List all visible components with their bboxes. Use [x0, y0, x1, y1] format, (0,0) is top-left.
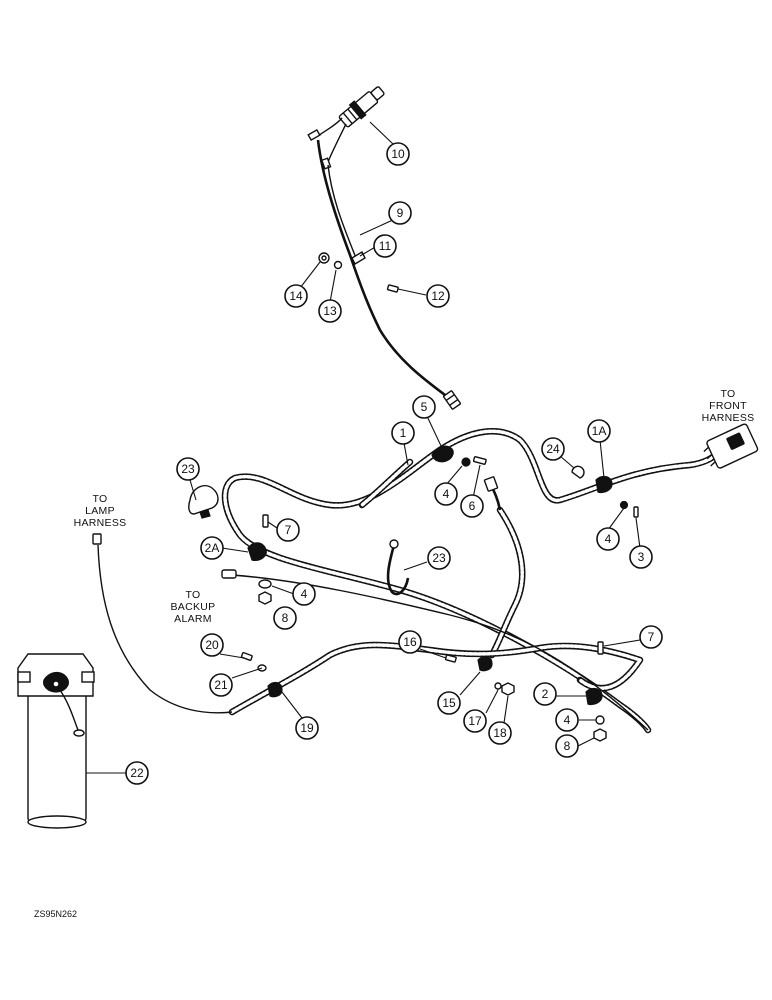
- svg-text:15: 15: [442, 696, 456, 710]
- svg-text:HARNESS: HARNESS: [702, 412, 755, 424]
- svg-text:2: 2: [542, 687, 549, 701]
- svg-text:TO: TO: [186, 589, 201, 601]
- svg-text:10: 10: [391, 147, 405, 161]
- svg-text:4: 4: [605, 532, 612, 546]
- svg-text:16: 16: [403, 635, 417, 649]
- callout-15: 15: [437, 691, 461, 715]
- callout-1: 1: [391, 421, 415, 445]
- svg-text:14: 14: [289, 289, 303, 303]
- svg-text:3: 3: [638, 550, 645, 564]
- callout-4-d: 4: [555, 708, 579, 732]
- callout-13: 13: [318, 299, 342, 323]
- svg-text:TO: TO: [721, 388, 736, 400]
- svg-text:1: 1: [400, 426, 407, 440]
- callout-2a: 2A: [200, 536, 224, 560]
- lamp-harness-wire: [97, 544, 233, 714]
- callout-16: 16: [398, 630, 422, 654]
- svg-text:4: 4: [564, 713, 571, 727]
- svg-text:8: 8: [282, 611, 289, 625]
- callout-9: 9: [388, 201, 412, 225]
- svg-text:12: 12: [431, 289, 445, 303]
- svg-text:1A: 1A: [592, 424, 607, 438]
- svg-text:2A: 2A: [205, 541, 220, 555]
- callout-19: 19: [295, 716, 319, 740]
- svg-text:11: 11: [379, 239, 392, 253]
- switch-assembly: [307, 86, 461, 410]
- svg-text:24: 24: [546, 442, 560, 456]
- svg-text:LAMP: LAMP: [85, 505, 115, 517]
- clamp-23-left: [188, 484, 219, 519]
- svg-text:FRONT: FRONT: [709, 400, 747, 412]
- clamp-5: [431, 445, 487, 467]
- figure-id: ZS95N262: [34, 909, 77, 919]
- svg-text:4: 4: [301, 587, 308, 601]
- callout-7-a: 7: [276, 518, 300, 542]
- svg-text:21: 21: [214, 678, 228, 692]
- main-harness: [221, 428, 724, 734]
- svg-text:7: 7: [285, 523, 292, 537]
- svg-text:23: 23: [181, 462, 195, 476]
- callout-1a: 1A: [587, 419, 611, 443]
- svg-text:20: 20: [205, 638, 219, 652]
- label-to-lamp-harness: TO LAMP HARNESS: [74, 493, 127, 529]
- backup-alarm-connector: [221, 569, 237, 579]
- label-to-front-harness: TO FRONT HARNESS: [702, 388, 755, 424]
- callout-8-b: 8: [555, 734, 579, 758]
- svg-text:19: 19: [300, 721, 314, 735]
- label-to-backup-alarm: TO BACKUP ALARM: [171, 589, 216, 625]
- svg-text:13: 13: [323, 304, 337, 318]
- svg-text:7: 7: [648, 630, 655, 644]
- callout-23-b: 23: [427, 546, 451, 570]
- callout-2: 2: [533, 682, 557, 706]
- filter-canister: [17, 653, 95, 829]
- callout-22: 22: [125, 761, 149, 785]
- callout-12: 12: [426, 284, 450, 308]
- svg-text:ALARM: ALARM: [174, 613, 212, 625]
- front-harness-connector: [703, 423, 759, 469]
- svg-text:9: 9: [397, 206, 404, 220]
- svg-text:4: 4: [443, 487, 450, 501]
- callout-24: 24: [541, 437, 565, 461]
- svg-text:17: 17: [468, 714, 482, 728]
- svg-text:23: 23: [432, 551, 446, 565]
- callout-20: 20: [200, 633, 224, 657]
- callout-21: 21: [209, 673, 233, 697]
- callout-11: 11: [373, 234, 397, 258]
- lower-hardware: [240, 641, 607, 742]
- callout-23-a: 23: [176, 457, 200, 481]
- clamp-2a: [247, 514, 272, 605]
- callout-4-c: 4: [292, 582, 316, 606]
- svg-text:6: 6: [469, 499, 476, 513]
- callout-18: 18: [488, 721, 512, 745]
- svg-text:22: 22: [130, 766, 144, 780]
- svg-text:18: 18: [493, 726, 507, 740]
- callout-4-b: 4: [596, 527, 620, 551]
- callout-7-b: 7: [639, 625, 663, 649]
- callout-4-a: 4: [434, 482, 458, 506]
- svg-text:5: 5: [421, 400, 428, 414]
- svg-text:8: 8: [564, 739, 571, 753]
- callout-3: 3: [629, 545, 653, 569]
- clamp-23-center: [386, 539, 410, 596]
- callout-8-a: 8: [273, 606, 297, 630]
- leader-lines: [86, 121, 641, 774]
- svg-text:HARNESS: HARNESS: [74, 517, 127, 529]
- callout-10: 10: [386, 142, 410, 166]
- callout-6: 6: [460, 494, 484, 518]
- callout-14: 14: [284, 284, 308, 308]
- callout-5: 5: [412, 395, 436, 419]
- svg-text:TO: TO: [93, 493, 108, 505]
- callout-17: 17: [463, 709, 487, 733]
- lamp-harness-connector: [92, 533, 102, 545]
- svg-text:BACKUP: BACKUP: [171, 601, 216, 613]
